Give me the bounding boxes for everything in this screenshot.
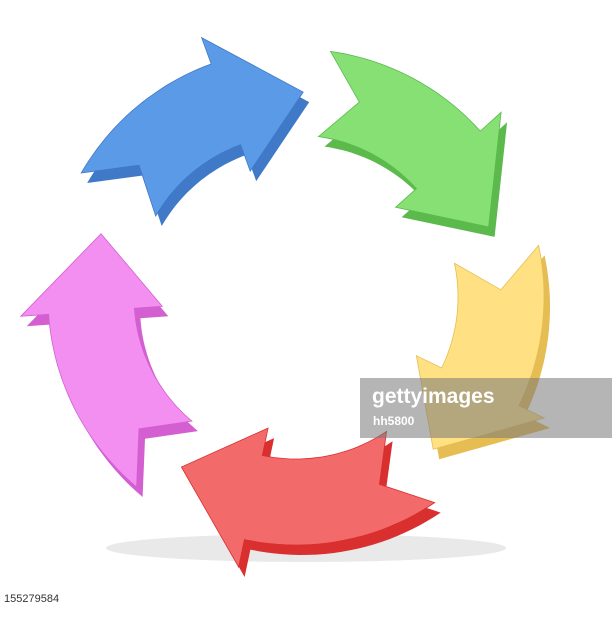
watermark-brand: gettyimages bbox=[372, 385, 495, 408]
arrow-green bbox=[317, 50, 508, 237]
watermark: gettyimages hh5800 bbox=[360, 378, 612, 438]
arrow-red bbox=[180, 427, 441, 577]
arrow-pink-face bbox=[19, 233, 193, 488]
arrow-pink bbox=[19, 233, 198, 497]
arrow-green-face bbox=[317, 50, 502, 228]
stock-id: 155279584 bbox=[4, 593, 60, 605]
arrow-blue-face bbox=[80, 36, 304, 217]
arrow-red-face bbox=[180, 427, 436, 569]
watermark-credit: hh5800 bbox=[373, 414, 415, 428]
arrow-blue bbox=[80, 36, 310, 226]
